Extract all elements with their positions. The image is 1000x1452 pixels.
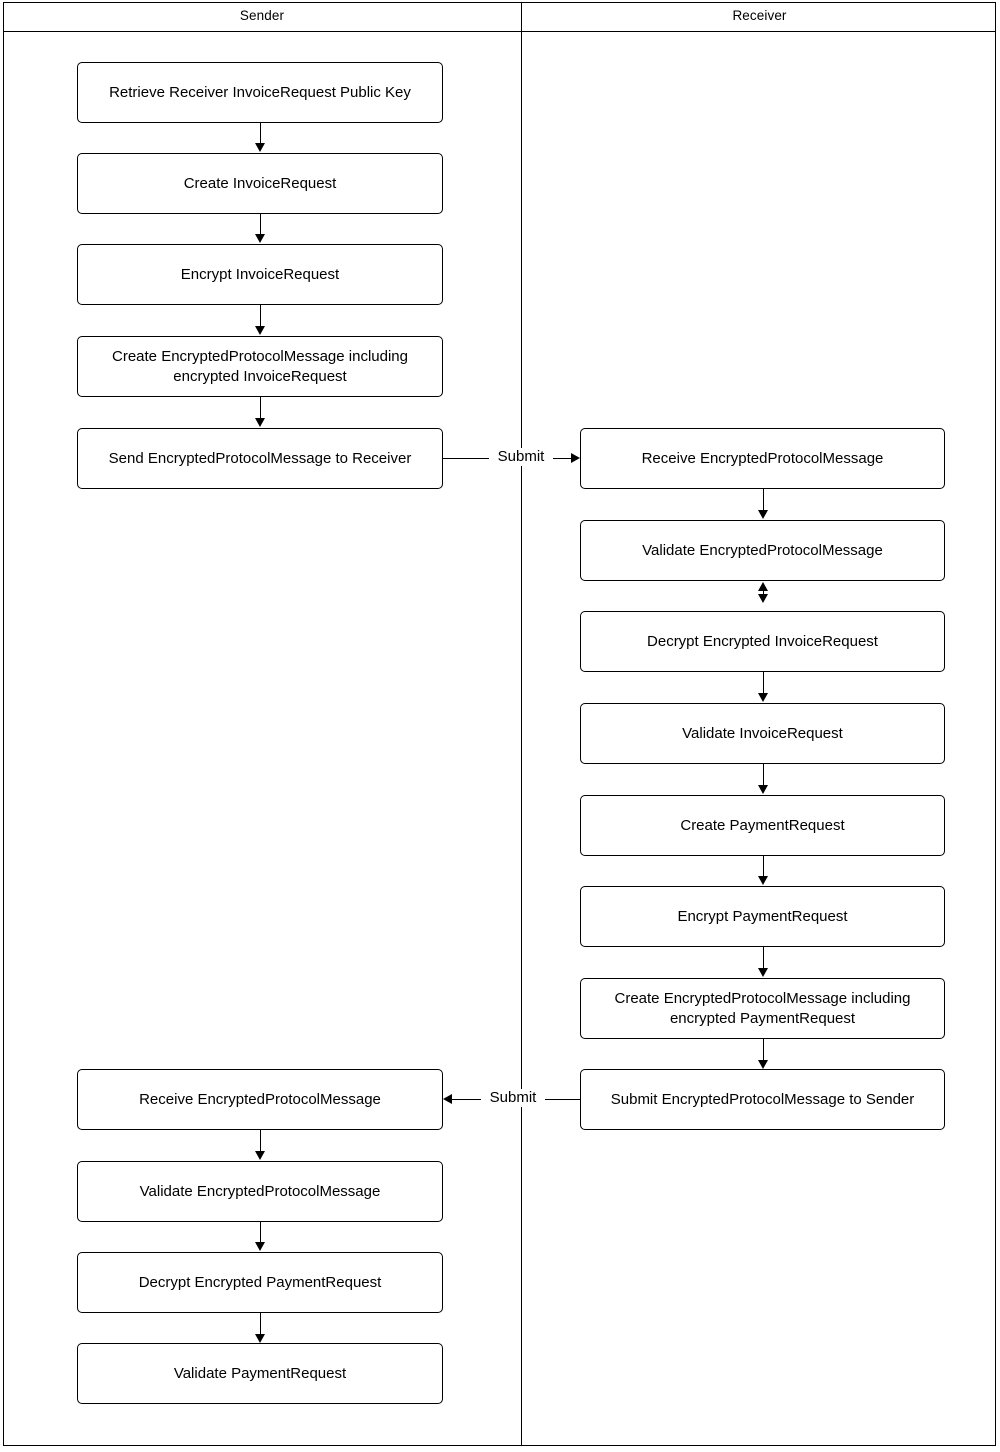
connector-s2-s3-arrowhead [254,234,265,243]
node-submit-encryptedprotocolmessage-to-sender[interactable]: Submit EncryptedProtocolMessage to Sende… [580,1069,945,1130]
connector-s3-s4-line [260,305,261,327]
node-create-encryptedprotocolmessage-invoicerequest[interactable]: Create EncryptedProtocolMessage includin… [77,336,443,397]
connector-s7-s8-arrowhead [254,1242,265,1251]
node-label: Decrypt Encrypted PaymentRequest [138,1273,382,1291]
connector-r5-r6-line [763,856,764,877]
node-retrieve-receiver-invoicerequest-public-key[interactable]: Retrieve Receiver InvoiceRequest Public … [77,62,443,123]
node-label-line2: encrypted InvoiceRequest [173,367,347,385]
connector-s7-s8-line [260,1222,261,1243]
node-label: Validate EncryptedProtocolMessage [139,1182,381,1200]
node-label: Retrieve Receiver InvoiceRequest Public … [109,83,411,101]
edge-label-submit-to-sender: Submit [481,1089,545,1107]
node-create-paymentrequest[interactable]: Create PaymentRequest [580,795,945,856]
connector-r6-r7-line [763,947,764,969]
node-decrypt-encrypted-invoicerequest[interactable]: Decrypt Encrypted InvoiceRequest [580,611,945,672]
connector-r2-r3-line [763,589,764,595]
node-label: Create InvoiceRequest [183,174,337,192]
edge-label-submit-to-receiver: Submit [489,448,553,466]
node-receive-encryptedprotocolmessage-receiver[interactable]: Receive EncryptedProtocolMessage [580,428,945,489]
node-label: Send EncryptedProtocolMessage to Receive… [108,449,412,467]
node-encrypt-paymentrequest[interactable]: Encrypt PaymentRequest [580,886,945,947]
connector-r3-r4-arrowhead [757,693,768,702]
connector-s1-s2-arrowhead [254,143,265,152]
node-label: Create PaymentRequest [680,816,845,834]
node-label: Validate EncryptedProtocolMessage [642,541,883,559]
connector-s2-s3-line [260,214,261,235]
connector-r2-r3-arrowhead-down [757,594,768,603]
connector-r7-r8-arrowhead [757,1060,768,1069]
node-label: Receive EncryptedProtocolMessage [139,1090,381,1108]
node-label: Validate PaymentRequest [173,1364,347,1382]
node-label: Decrypt Encrypted InvoiceRequest [647,632,878,650]
connector-r4-r5-arrowhead [757,785,768,794]
lane-vertical-divider [521,2,522,1446]
node-label: Submit EncryptedProtocolMessage to Sende… [610,1090,915,1108]
node-validate-encryptedprotocolmessage-sender[interactable]: Validate EncryptedProtocolMessage [77,1161,443,1222]
node-label-line1: Create EncryptedProtocolMessage includin… [614,990,911,1007]
lane-header-divider [3,31,996,32]
connector-submit-to-sender-arrowhead [443,1094,452,1104]
lane-title-receiver: Receiver [732,8,787,23]
connector-r5-r6-arrowhead [757,876,768,885]
connector-r3-r4-line [763,672,764,694]
connector-s6-s7-arrowhead [254,1151,265,1160]
node-label: Encrypt PaymentRequest [677,907,848,925]
connector-s3-s4-arrowhead [254,326,265,335]
connector-s8-s9-line [260,1313,261,1335]
node-send-encryptedprotocolmessage-to-receiver[interactable]: Send EncryptedProtocolMessage to Receive… [77,428,443,489]
connector-r6-r7-arrowhead [757,968,768,977]
node-receive-encryptedprotocolmessage-sender[interactable]: Receive EncryptedProtocolMessage [77,1069,443,1130]
node-encrypt-invoicerequest[interactable]: Encrypt InvoiceRequest [77,244,443,305]
node-label: Validate InvoiceRequest [682,724,843,742]
connector-s4-s5-line [260,397,261,419]
lane-title-sender: Sender [239,8,285,23]
node-create-encryptedprotocolmessage-paymentrequest[interactable]: Create EncryptedProtocolMessage includin… [580,978,945,1039]
connector-r1-r2-arrowhead [757,510,768,519]
node-validate-invoicerequest[interactable]: Validate InvoiceRequest [580,703,945,764]
node-validate-paymentrequest[interactable]: Validate PaymentRequest [77,1343,443,1404]
connector-s1-s2-line [260,123,261,144]
connector-r4-r5-line [763,764,764,786]
connector-s4-s5-arrowhead [254,418,265,427]
connector-s8-s9-arrowhead [254,1334,265,1343]
connector-r7-r8-line [763,1039,764,1061]
node-label: Receive EncryptedProtocolMessage [641,449,884,467]
connector-r1-r2-line [763,489,764,511]
node-label: Encrypt InvoiceRequest [180,265,340,283]
node-label-line2: encrypted PaymentRequest [669,1009,856,1027]
node-label-line1: Create EncryptedProtocolMessage includin… [112,348,408,365]
node-validate-encryptedprotocolmessage-receiver[interactable]: Validate EncryptedProtocolMessage [580,520,945,581]
connector-s6-s7-line [260,1130,261,1152]
node-decrypt-encrypted-paymentrequest[interactable]: Decrypt Encrypted PaymentRequest [77,1252,443,1313]
node-create-invoicerequest[interactable]: Create InvoiceRequest [77,153,443,214]
connector-submit-to-receiver-arrowhead [571,453,580,463]
connector-r2-r3-arrowhead-up [757,582,768,591]
